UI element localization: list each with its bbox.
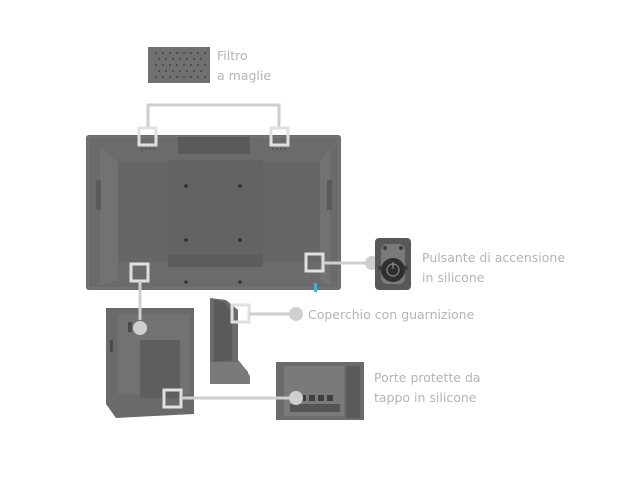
status-led xyxy=(314,283,317,292)
monitor-back xyxy=(86,135,341,292)
mesh-filter-highlight-right xyxy=(269,126,290,147)
gasket-cover-label: Coperchio con guarnizione xyxy=(308,307,475,322)
power-button-label: Pulsante di accensione in silicone xyxy=(422,250,566,285)
mesh-filter-swatch xyxy=(148,47,210,83)
mesh-filter-bracket-line xyxy=(146,103,281,128)
protected-ports-label: Porte protette da tappo in silicone xyxy=(374,370,481,405)
mesh-filter-label: Filtro a maglie xyxy=(217,48,272,83)
gasket-cover-detail xyxy=(210,298,250,384)
mesh-filter-highlight-left xyxy=(137,126,158,147)
power-button-detail xyxy=(375,238,411,290)
protected-ports-detail xyxy=(276,362,364,420)
